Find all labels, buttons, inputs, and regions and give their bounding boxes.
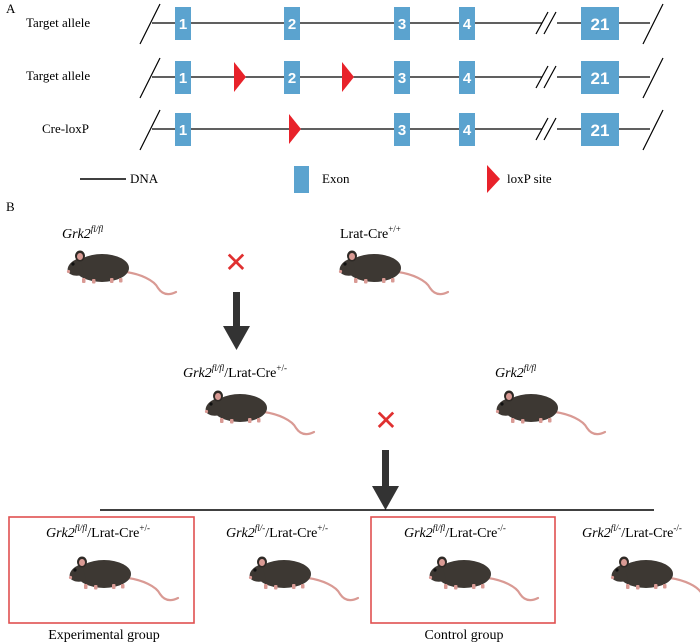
exon-4: 4 — [459, 61, 475, 94]
offspring-3-genotype: Grk2fl/fl/Lrat-Cre-/- — [404, 523, 506, 541]
break-mark — [543, 11, 557, 35]
panel-a-label: A — [6, 1, 16, 16]
cross-symbol: ✕ — [374, 404, 397, 437]
svg-text:21: 21 — [591, 121, 610, 140]
svg-text:4: 4 — [463, 70, 472, 87]
cross-symbol: ✕ — [224, 246, 247, 279]
loxp-site-marker — [342, 62, 354, 92]
parent-2-genotype: Lrat-Cre+/+ — [340, 224, 401, 242]
allele-row-3: Cre-loxP 1 3 4 21 — [42, 109, 664, 151]
down-arrow — [223, 292, 250, 350]
exon-2: 2 — [284, 7, 300, 40]
strand-end-mark — [139, 3, 161, 45]
svg-text:3: 3 — [398, 16, 406, 33]
svg-text:1: 1 — [179, 16, 187, 33]
strand-end-mark — [642, 3, 664, 45]
exon-2: 2 — [284, 61, 300, 94]
svg-text:21: 21 — [591, 15, 610, 34]
mouse-icon — [494, 389, 607, 436]
svg-text:1: 1 — [179, 122, 187, 139]
exon-21: 21 — [581, 61, 619, 94]
offspring-1-genotype: Grk2fl/fl/Lrat-Cre+/- — [46, 523, 150, 541]
strand-end-mark — [642, 57, 664, 99]
break-mark — [535, 65, 549, 89]
parent-4-genotype: Grk2fl/fl — [495, 363, 537, 381]
experimental-group-label: Experimental group — [48, 628, 160, 643]
row-1-label: Target allele — [26, 15, 90, 30]
exon-3: 3 — [394, 7, 410, 40]
svg-text:21: 21 — [591, 69, 610, 88]
control-group-label: Control group — [425, 628, 504, 643]
offspring-4-genotype: Grk2fl/-/Lrat-Cre-/- — [582, 523, 682, 541]
panel-a-legend: DNA Exon loxP site — [80, 165, 552, 193]
svg-text:4: 4 — [463, 16, 472, 33]
mouse-icon — [427, 555, 540, 602]
exon-4: 4 — [459, 113, 475, 146]
exon-3: 3 — [394, 61, 410, 94]
break-mark — [543, 65, 557, 89]
svg-text:3: 3 — [398, 122, 406, 139]
row-3-label: Cre-loxP — [42, 121, 89, 136]
legend-dna-label: DNA — [130, 171, 159, 186]
loxp-site-marker — [234, 62, 246, 92]
panel-b-label: B — [6, 199, 15, 214]
row-2-label: Target allele — [26, 68, 90, 83]
down-arrow — [372, 450, 399, 510]
legend-loxp-label: loxP site — [507, 171, 552, 186]
mouse-icon — [247, 555, 360, 602]
svg-text:1: 1 — [179, 70, 187, 87]
mouse-icon — [203, 389, 316, 436]
exon-3: 3 — [394, 113, 410, 146]
legend-exon-label: Exon — [322, 171, 350, 186]
break-mark — [543, 117, 557, 141]
exon-1: 1 — [175, 113, 191, 146]
loxp-site-marker — [289, 114, 301, 144]
exon-1: 1 — [175, 7, 191, 40]
strand-end-mark — [642, 109, 664, 151]
break-mark — [535, 117, 549, 141]
offspring-2-genotype: Grk2fl/-/Lrat-Cre+/- — [226, 523, 328, 541]
exon-4: 4 — [459, 7, 475, 40]
strand-end-mark — [139, 109, 161, 151]
strand-end-mark — [139, 57, 161, 99]
svg-text:2: 2 — [288, 16, 296, 33]
break-mark — [535, 11, 549, 35]
parent-3-genotype: Grk2fl/fl/Lrat-Cre+/- — [183, 363, 287, 381]
mouse-icon — [67, 555, 180, 602]
allele-row-1: Target allele 1 2 3 4 21 — [26, 3, 664, 45]
svg-text:3: 3 — [398, 70, 406, 87]
exon-swatch — [294, 166, 309, 193]
loxp-swatch — [487, 165, 500, 193]
mouse-icon — [337, 249, 450, 296]
exon-1: 1 — [175, 61, 191, 94]
control-group-box — [370, 516, 556, 624]
svg-text:4: 4 — [463, 122, 472, 139]
svg-text:2: 2 — [288, 70, 296, 87]
mouse-icon — [65, 249, 178, 296]
allele-row-2: Target allele 1 2 3 4 21 — [26, 57, 664, 99]
exon-21: 21 — [581, 7, 619, 40]
mouse-icon — [609, 555, 700, 602]
exon-21: 21 — [581, 113, 619, 146]
parent-1-genotype: Grk2fl/fl — [62, 224, 104, 242]
experimental-group-box — [8, 516, 195, 624]
